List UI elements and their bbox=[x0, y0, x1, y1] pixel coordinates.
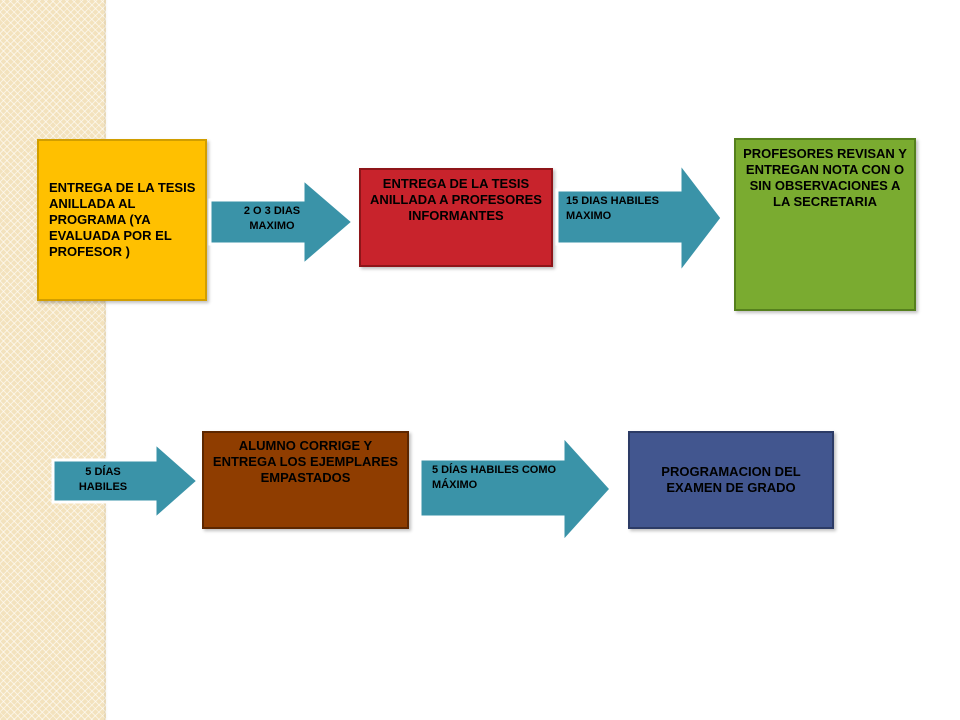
arrow-label-4: 5 DÍAS HABILES COMO MÁXIMO bbox=[432, 464, 557, 491]
step-box-profesores-revisan: PROFESORES REVISAN Y ENTREGAN NOTA CON O… bbox=[734, 138, 916, 311]
step-box-entrega-profesores: ENTREGA DE LA TESIS ANILLADA A PROFESORE… bbox=[359, 168, 553, 267]
arrow-right-1 bbox=[208, 175, 356, 269]
step-text: PROGRAMACION DEL EXAMEN DE GRADO bbox=[661, 464, 801, 495]
arrow-right-2 bbox=[555, 158, 724, 278]
step-text: ALUMNO CORRIGE Y ENTREGA LOS EJEMPLARES … bbox=[212, 438, 399, 485]
step-box-programacion-examen: PROGRAMACION DEL EXAMEN DE GRADO bbox=[628, 431, 834, 529]
sidebar-edge bbox=[104, 0, 108, 720]
step-text: ENTREGA DE LA TESIS ANILLADA AL PROGRAMA… bbox=[49, 180, 196, 259]
arrow-right-4 bbox=[418, 432, 614, 546]
step-box-entrega-programa: ENTREGA DE LA TESIS ANILLADA AL PROGRAMA… bbox=[37, 139, 207, 301]
decorative-sidebar bbox=[0, 0, 106, 720]
arrow-label-2: 15 DIAS HABILES MAXIMO bbox=[566, 195, 659, 222]
step-text: PROFESORES REVISAN Y ENTREGAN NOTA CON O… bbox=[743, 146, 907, 209]
arrow-right-3 bbox=[51, 439, 201, 523]
step-box-alumno-corrige: ALUMNO CORRIGE Y ENTREGA LOS EJEMPLARES … bbox=[202, 431, 409, 529]
step-text: ENTREGA DE LA TESIS ANILLADA A PROFESORE… bbox=[370, 176, 542, 223]
arrow-label-1: 2 O 3 DIAS MAXIMO bbox=[243, 205, 301, 232]
arrow-label-3: 5 DÍAS HABILES bbox=[78, 466, 128, 493]
